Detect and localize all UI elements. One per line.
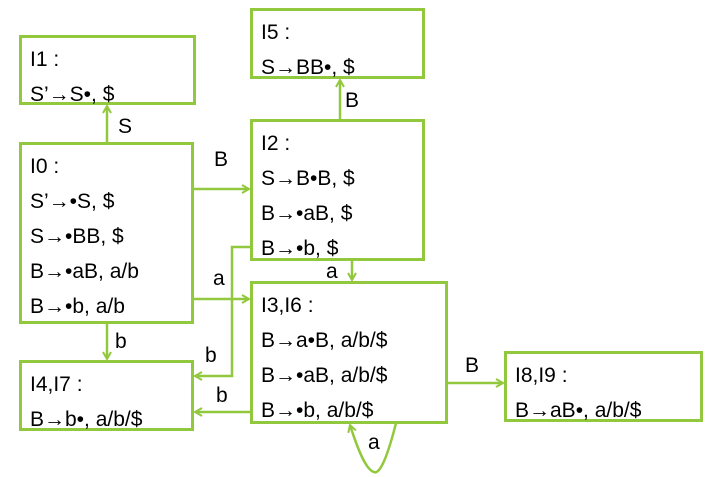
state-item: S→•BB, $ — [30, 225, 124, 248]
state-title: I0 : — [30, 155, 60, 178]
edge-label-I2-I5: B — [345, 89, 360, 112]
state-item: B→•aB, a/b — [30, 260, 139, 283]
edge-label-I2-I47: b — [205, 344, 217, 367]
edge-label-I36-I89: B — [465, 354, 480, 377]
state-item: B→•b, a/b — [30, 295, 125, 318]
state-item: B→•aB, $ — [261, 202, 353, 225]
edge-label-I0-I36: a — [213, 267, 225, 290]
state-I1: I1 : S’→S•, $ — [19, 35, 196, 106]
state-title: I5 : — [261, 21, 291, 44]
edge-label-I0-I2: B — [214, 148, 229, 171]
state-I4-I7: I4,I7 : B→b•, a/b/$ — [19, 360, 194, 431]
edge-I36-self — [350, 422, 398, 474]
edge-label-I36-self: a — [368, 431, 380, 454]
state-item: B→a•B, a/b/$ — [261, 329, 388, 352]
state-item: S’→•S, $ — [30, 190, 115, 213]
edge-label-I36-I47: b — [216, 384, 228, 407]
state-item: B→•aB, a/b/$ — [261, 364, 388, 387]
edge-label-I0-I47: b — [115, 330, 127, 353]
state-I5: I5 : S→BB•, $ — [250, 8, 425, 79]
edge-I2-I47 — [195, 245, 251, 376]
state-item: B→aB•, a/b/$ — [515, 399, 642, 422]
edge-label-I2-I36: a — [326, 260, 338, 283]
state-I2: I2 : S→B•B, $ B→•aB, $ B→•b, $ — [250, 119, 425, 261]
state-item: B→b•, a/b/$ — [30, 408, 143, 431]
state-title: I2 : — [261, 132, 291, 155]
state-item: S’→S•, $ — [30, 83, 115, 106]
state-item: B→•b, a/b/$ — [261, 399, 374, 422]
state-title: I3,I6 : — [261, 294, 314, 317]
state-I3-I6: I3,I6 : B→a•B, a/b/$ B→•aB, a/b/$ B→•b, … — [250, 281, 448, 424]
state-item: S→BB•, $ — [261, 56, 355, 79]
state-title: I8,I9 : — [515, 364, 568, 387]
state-title: I1 : — [30, 48, 60, 71]
state-title: I4,I7 : — [30, 373, 83, 396]
state-I8-I9: I8,I9 : B→aB•, a/b/$ — [504, 351, 703, 422]
edge-label-I0-I1: S — [118, 115, 133, 138]
state-I0: I0 : S’→•S, $ S→•BB, $ B→•aB, a/b B→•b, … — [19, 142, 194, 324]
state-item: B→•b, $ — [261, 237, 339, 260]
state-item: S→B•B, $ — [261, 167, 355, 190]
